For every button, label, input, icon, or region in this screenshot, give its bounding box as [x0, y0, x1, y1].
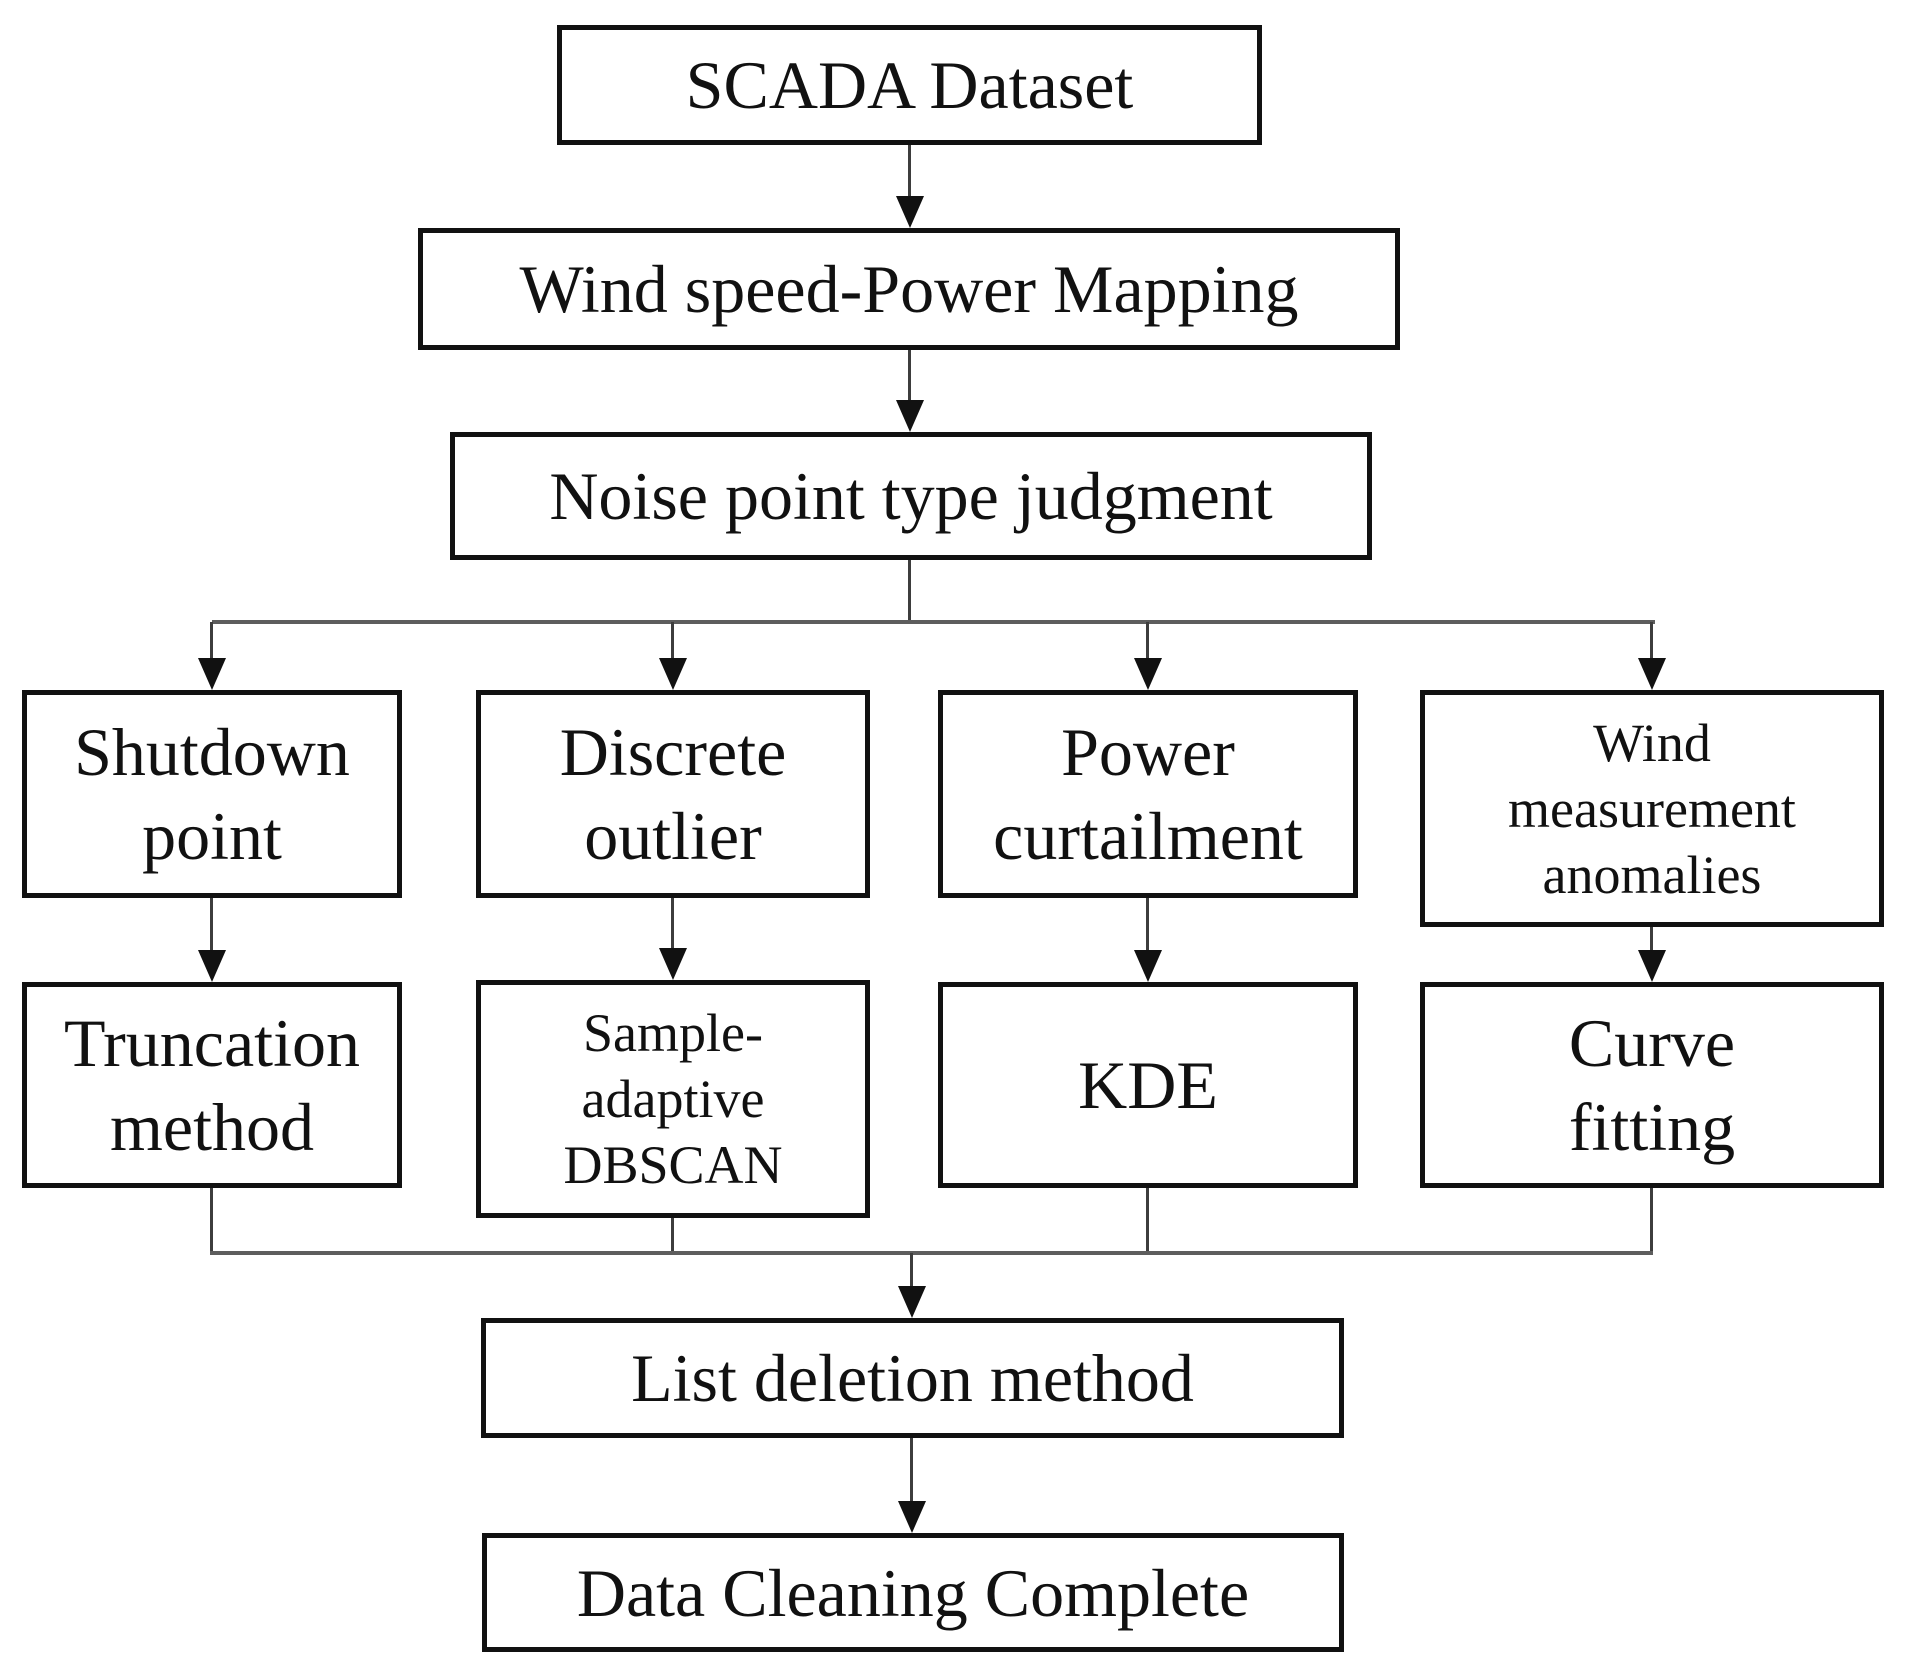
connector-shutdown-to-truncation [210, 898, 213, 950]
node-sample-adaptive-dbscan: Sample- adaptive DBSCAN [476, 980, 870, 1218]
connector-wind-anomalies-to-curve [1650, 927, 1653, 950]
arrowhead-branch-to-discrete [659, 658, 687, 690]
connector-kde-merge [1146, 1188, 1149, 1255]
connector-branch-to-discrete [671, 622, 674, 660]
connector-branch-horizontal [212, 620, 1655, 624]
connector-dbscan-merge [671, 1218, 674, 1255]
node-kde: KDE [938, 982, 1358, 1188]
connector-branch-to-shutdown [210, 622, 213, 660]
arrowhead-mapping-to-noise [896, 400, 924, 432]
arrowhead-list-deletion-to-complete [898, 1501, 926, 1533]
connector-curve-merge [1650, 1188, 1653, 1255]
node-shutdown-point: Shutdown point [22, 690, 402, 898]
arrowhead-branch-to-wind-anomalies [1638, 658, 1666, 690]
node-scada-dataset: SCADA Dataset [557, 25, 1262, 145]
arrowhead-discrete-to-dbscan [659, 948, 687, 980]
node-power-curtailment: Power curtailment [938, 690, 1358, 898]
node-wind-measurement-anomalies: Wind measurement anomalies [1420, 690, 1884, 927]
arrowhead-power-to-kde [1134, 950, 1162, 982]
connector-noise-branch-stem [908, 560, 911, 624]
node-data-cleaning-complete: Data Cleaning Complete [482, 1533, 1344, 1652]
connector-branch-to-power [1146, 622, 1149, 660]
arrowhead-shutdown-to-truncation [198, 950, 226, 982]
arrowhead-merge-to-list-deletion [898, 1286, 926, 1318]
arrowhead-branch-to-shutdown [198, 658, 226, 690]
arrowhead-branch-to-power [1134, 658, 1162, 690]
connector-branch-to-wind-anomalies [1650, 622, 1653, 660]
node-truncation-method: Truncation method [22, 982, 402, 1188]
arrowhead-scada-to-mapping [896, 196, 924, 228]
node-noise-point-type-judgment: Noise point type judgment [450, 432, 1372, 560]
node-list-deletion-method: List deletion method [481, 1318, 1344, 1438]
connector-mapping-to-noise [908, 350, 911, 402]
connector-merge-to-list-deletion [910, 1253, 913, 1288]
connector-merge-horizontal [210, 1251, 1653, 1255]
node-wind-speed-power-mapping: Wind speed-Power Mapping [418, 228, 1400, 350]
node-curve-fitting: Curve fitting [1420, 982, 1884, 1188]
connector-discrete-to-dbscan [671, 898, 674, 948]
connector-truncation-merge [210, 1188, 213, 1255]
connector-scada-to-mapping [908, 145, 911, 198]
connector-power-to-kde [1146, 898, 1149, 950]
node-discrete-outlier: Discrete outlier [476, 690, 870, 898]
arrowhead-wind-anomalies-to-curve [1638, 950, 1666, 982]
connector-list-deletion-to-complete [910, 1438, 913, 1501]
